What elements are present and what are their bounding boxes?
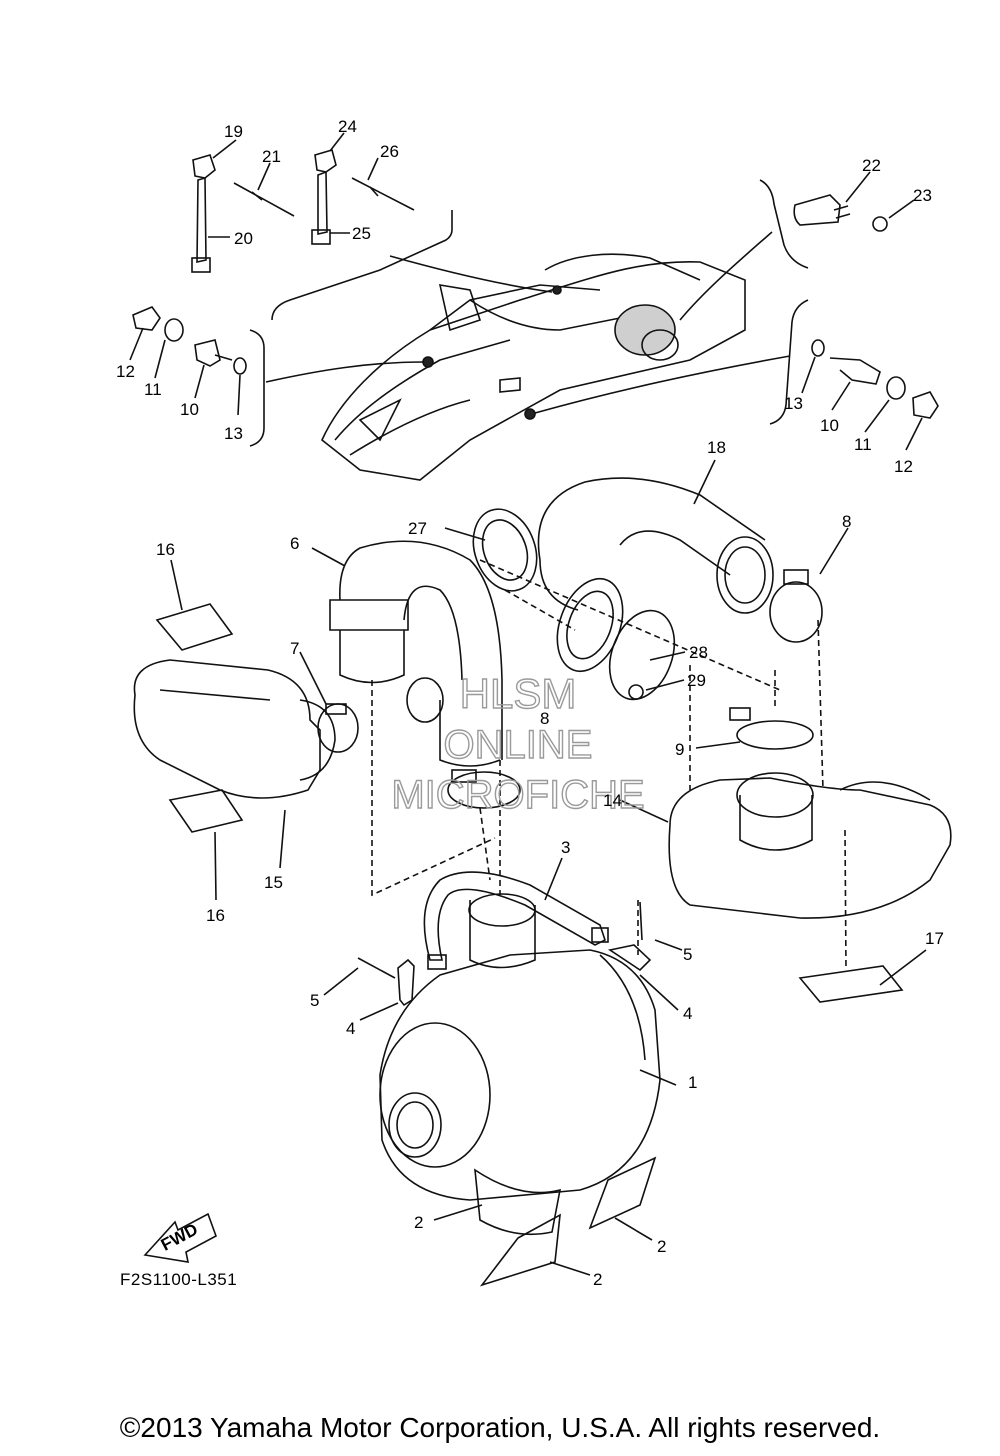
rivet-5-right bbox=[639, 901, 643, 941]
callout-27: 27 bbox=[408, 519, 427, 538]
pad-2-center bbox=[474, 1168, 562, 1236]
fwd-label: FWD bbox=[158, 1220, 201, 1255]
fitting-right bbox=[811, 339, 939, 419]
bracket-4-left bbox=[397, 958, 415, 1007]
bracket-mid-left bbox=[249, 329, 265, 447]
watercraft-hull bbox=[321, 253, 746, 481]
clamp-9 bbox=[729, 707, 814, 750]
intake-duct-6 bbox=[329, 540, 503, 767]
callout-5a: 5 bbox=[310, 991, 319, 1010]
clamp-8-right bbox=[769, 569, 823, 643]
callout-16b: 16 bbox=[206, 906, 225, 925]
callout-6: 6 bbox=[290, 534, 299, 553]
callout-8b: 8 bbox=[842, 512, 851, 531]
callout-3: 3 bbox=[561, 838, 570, 857]
callout-29: 29 bbox=[687, 671, 706, 690]
strap-3 bbox=[423, 871, 609, 970]
callout-4a: 4 bbox=[346, 1019, 355, 1038]
rivet-5-left bbox=[357, 957, 396, 979]
bracket-22 bbox=[793, 194, 888, 232]
bracket-top-right bbox=[759, 179, 809, 269]
callout-20: 20 bbox=[234, 229, 253, 248]
callout-2a: 2 bbox=[414, 1213, 423, 1232]
bracket-mid-right bbox=[769, 299, 809, 425]
drawing-code: F2S1100-L351 bbox=[120, 1270, 238, 1289]
callout-12b: 12 bbox=[894, 457, 913, 476]
cable-tie-24-25 bbox=[311, 149, 415, 245]
flange-27 bbox=[472, 508, 538, 592]
bracket-top-left bbox=[271, 210, 453, 321]
pad-2-right bbox=[588, 1156, 657, 1230]
pad-16-bottom bbox=[168, 789, 244, 833]
callout-9: 9 bbox=[675, 740, 684, 759]
fwd-arrow-icon bbox=[143, 1212, 217, 1263]
callout-17: 17 bbox=[925, 929, 944, 948]
watermark: HLSM ONLINE MICROFICHE bbox=[391, 669, 646, 817]
clamp-8-center bbox=[447, 769, 521, 809]
pad-2-bottom bbox=[479, 1213, 561, 1287]
callout-13a: 13 bbox=[224, 424, 243, 443]
callout-26: 26 bbox=[380, 142, 399, 161]
callout-10a: 10 bbox=[180, 400, 199, 419]
callout-24: 24 bbox=[338, 117, 357, 136]
callout-28: 28 bbox=[689, 643, 708, 662]
callout-2b: 2 bbox=[657, 1237, 666, 1256]
bracket-4-right bbox=[607, 944, 652, 972]
callout-23: 23 bbox=[913, 186, 932, 205]
callout-7: 7 bbox=[290, 639, 299, 658]
callout-18: 18 bbox=[707, 438, 726, 457]
callout-13b: 13 bbox=[784, 394, 803, 413]
callout-11a: 11 bbox=[144, 380, 162, 399]
fitting-left bbox=[132, 306, 247, 375]
callout-labels: 1 2 2 2 3 4 4 5 5 6 7 8 8 9 10 10 11 11 … bbox=[116, 117, 944, 1289]
watermark-line-2: ONLINE bbox=[444, 723, 593, 767]
callout-16a: 16 bbox=[156, 540, 175, 559]
callout-10b: 10 bbox=[820, 416, 839, 435]
callout-15: 15 bbox=[264, 873, 283, 892]
callout-8a: 8 bbox=[540, 709, 549, 728]
plate-28 bbox=[556, 577, 676, 701]
intake-duct-18 bbox=[537, 477, 774, 614]
callout-4b: 4 bbox=[683, 1004, 692, 1023]
resonator-14 bbox=[668, 772, 952, 919]
callout-2c: 2 bbox=[593, 1270, 602, 1289]
callout-19: 19 bbox=[224, 122, 243, 141]
callout-25: 25 bbox=[352, 224, 371, 243]
pad-16-top bbox=[155, 603, 234, 651]
cable-tie-19-20 bbox=[191, 154, 295, 273]
clamp-upper-center bbox=[406, 677, 444, 723]
pad-17 bbox=[798, 965, 904, 1003]
callout-22: 22 bbox=[862, 156, 881, 175]
airbox-1 bbox=[379, 893, 661, 1201]
copyright-notice: ©2013 Yamaha Motor Corporation, U.S.A. A… bbox=[119, 1412, 881, 1443]
silencer-15 bbox=[133, 659, 336, 799]
callout-1: 1 bbox=[688, 1073, 697, 1092]
callout-21: 21 bbox=[262, 147, 281, 166]
callout-12a: 12 bbox=[116, 362, 135, 381]
watermark-line-1: HLSM bbox=[460, 670, 577, 717]
callout-5b: 5 bbox=[683, 945, 692, 964]
watermark-line-3: MICROFICHE bbox=[391, 773, 644, 817]
callout-11b: 11 bbox=[854, 435, 872, 454]
callout-14: 14 bbox=[603, 791, 622, 810]
